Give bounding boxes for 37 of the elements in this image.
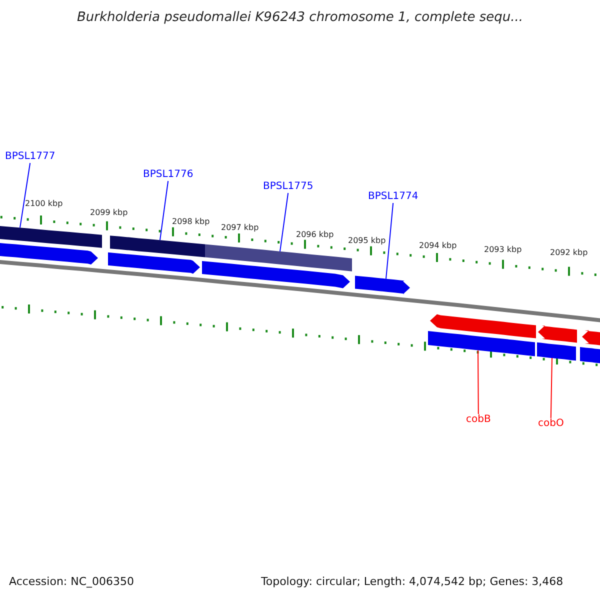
gene-feature [0,242,98,264]
gene-label: BPSL1774 [368,191,418,203]
leader-line [20,162,31,228]
gene-bar [205,244,352,272]
gene-bar [580,347,600,364]
gene-label: BPSL1776 [143,169,194,181]
scale-label: 2092 kbp [550,248,588,257]
leader-line [550,358,552,418]
gene-label: BPSL1777 [5,151,56,163]
leader-line [386,202,394,280]
scale-label: 2098 kbp [172,217,210,226]
gene-label: cobO [538,418,564,430]
gene-bar [110,236,205,258]
scale-label: 2099 kbp [90,208,128,217]
leader-line [160,180,169,241]
gene-feature [202,261,350,288]
footer-text: Topology: circular; Length: 4,074,542 bp; Genes: 3,468 [261,575,564,588]
gene-bar [428,331,535,356]
gene-label: BPSL1775 [263,181,314,193]
scale-label: 2097 kbp [221,223,259,232]
gene-feature [355,276,410,294]
leader-line [478,350,479,414]
scale-label: 2094 kbp [419,241,457,250]
gene-feature [582,330,600,346]
gene-feature [430,314,536,338]
gene-bar [537,342,576,361]
scale-label: 2095 kbp [348,236,386,245]
scale-label: 2096 kbp [296,230,334,239]
gene-feature [538,326,577,343]
gene-label: cobB [466,414,491,426]
footer-text: Accession: NC_006350 [9,575,134,588]
title: Burkholderia pseudomallei K96243 chromosome 1, complete sequ... [76,10,524,25]
leader-line [280,192,289,252]
gene-feature [108,252,200,274]
gene-bar [0,226,102,248]
scale-label: 2093 kbp [484,245,522,254]
scale-label: 2100 kbp [25,199,63,208]
